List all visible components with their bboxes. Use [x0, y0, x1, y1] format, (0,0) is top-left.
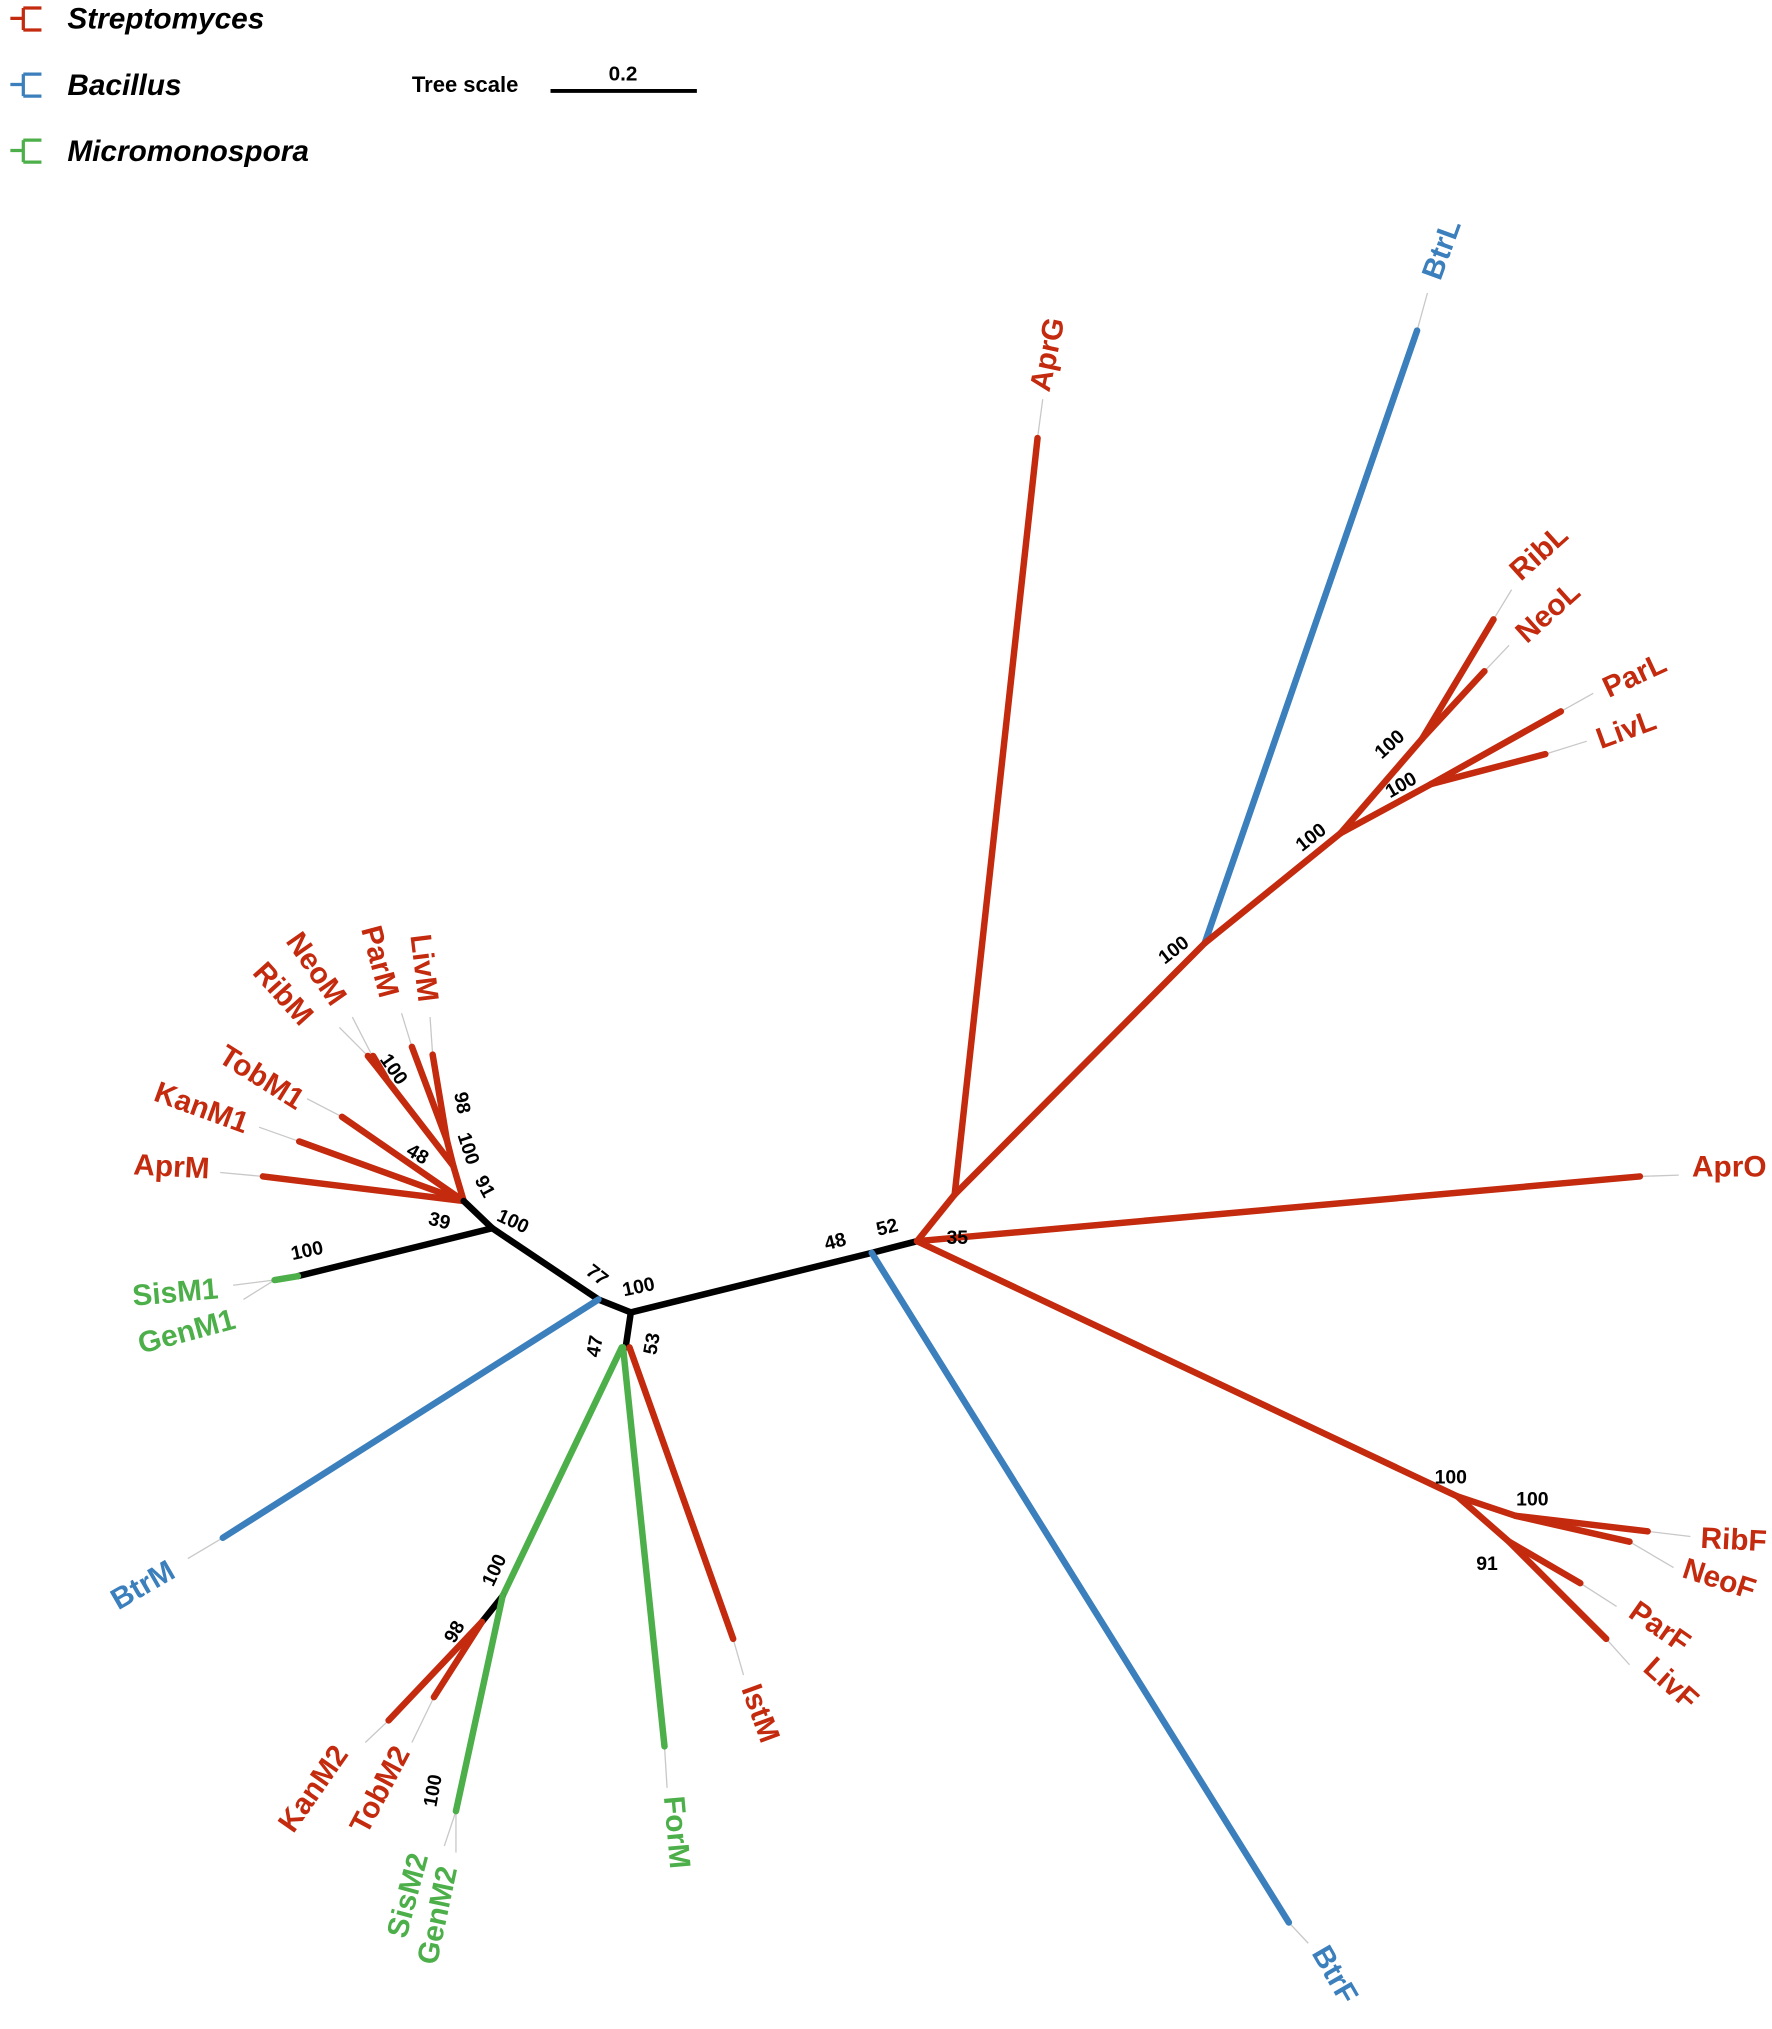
branch-aprm: [259, 1173, 467, 1205]
branch-tobm2: [430, 1618, 486, 1701]
bootstrap-value: 100: [420, 1773, 447, 1809]
branch-livm: [429, 1051, 451, 1144]
clade-bracket-icon: [10, 72, 42, 98]
branch-f-stem: [913, 1237, 1461, 1500]
legend-label: Bacillus: [67, 69, 181, 102]
branches: [219, 327, 1651, 1926]
bootstrap-values: 100 98 100 91 48 39 100 100 77 100 47 53…: [289, 725, 1549, 1808]
branch-istm: [626, 1344, 737, 1643]
bootstrap-value: 100: [1292, 819, 1331, 856]
tree-scale-label: Tree scale: [412, 72, 518, 97]
clade-bracket-icon: [10, 138, 42, 164]
branch-kanm1: [295, 1138, 467, 1205]
legend-label: Streptomyces: [67, 3, 264, 36]
branch-livl: [1428, 750, 1549, 788]
branch-btrl: [1201, 327, 1421, 947]
leaf-label-livm: LivM: [403, 932, 444, 1003]
legend: Streptomyces Bacillus Micromonospora: [10, 3, 309, 168]
legend-item-bacillus: Bacillus: [10, 69, 182, 102]
branch-l-clade: [1201, 829, 1344, 947]
leaf-label-parm: ParM: [354, 922, 405, 1001]
branch-inner-m: [450, 1162, 467, 1205]
leaf-label-neof: NeoF: [1679, 1552, 1760, 1606]
branch-aprg: [951, 434, 1041, 1198]
branch-m2-clade: [499, 1344, 625, 1600]
clade-bracket-icon: [10, 6, 42, 32]
leaf-label-btrm: BtrM: [105, 1554, 180, 1616]
bootstrap-value: 100: [1435, 1466, 1467, 1488]
leaf-label-aprg: AprG: [1024, 315, 1072, 395]
leaf-label-livl: LivL: [1592, 704, 1661, 756]
branch-backbone-3: [622, 1309, 635, 1351]
leaf-label-genm1: GenM1: [134, 1303, 238, 1361]
bootstrap-value: 100: [375, 1050, 412, 1089]
bootstrap-value: 98: [449, 1090, 474, 1115]
bootstrap-value: 77: [582, 1260, 613, 1291]
branch-neof: [1512, 1512, 1633, 1545]
leaf-label-kanm1: KanM1: [150, 1076, 253, 1140]
leaf-label-livf: LivF: [1637, 1651, 1705, 1716]
leaf-label-sism1: SisM1: [131, 1272, 220, 1312]
bootstrap-value: 100: [621, 1273, 657, 1301]
branch-neol: [1419, 668, 1488, 742]
legend-item-streptomyces: Streptomyces: [10, 3, 264, 36]
leaf-label-aprm: AprM: [133, 1148, 211, 1185]
branch-parliv-l: [1337, 780, 1435, 837]
leaf-label-form: ForM: [657, 1795, 696, 1870]
bootstrap-value: 39: [426, 1208, 453, 1235]
branch-ribneo-m: [374, 1065, 457, 1170]
branch-neom: [369, 1052, 390, 1082]
leaf-label-apro: AprO: [1692, 1150, 1766, 1183]
branch-form: [619, 1344, 668, 1750]
branch-ribneo-f: [1453, 1493, 1519, 1520]
branch-parf: [1505, 1538, 1584, 1587]
branch-parl: [1428, 708, 1565, 788]
bootstrap-value: 48: [822, 1229, 848, 1256]
leaf-label-neol: NeoL: [1509, 575, 1586, 649]
tree-scale: Tree scale 0.2: [412, 63, 697, 97]
branch-backbone-1: [460, 1197, 496, 1232]
bootstrap-value: 100: [453, 1130, 484, 1168]
branch-parliv-m: [443, 1136, 457, 1170]
bootstrap-value: 35: [946, 1227, 968, 1249]
branch-btrm: [219, 1296, 602, 1542]
branch-kanm2: [385, 1618, 486, 1724]
leaf-label-tobm2: TobM2: [344, 1741, 417, 1839]
branch-sisgen-m2: [452, 1592, 506, 1815]
bootstrap-value: 91: [470, 1172, 500, 1202]
legend-item-micromonospora: Micromonospora: [10, 135, 309, 168]
leaf-label-istm: IstM: [735, 1680, 786, 1747]
bootstrap-value: 53: [639, 1331, 664, 1356]
branch-parliv-f: [1453, 1493, 1513, 1545]
bootstrap-value: 100: [1516, 1488, 1548, 1510]
bootstrap-value: 47: [582, 1334, 607, 1359]
branch-ribl: [1419, 616, 1497, 742]
branch-ribneo-l: [1337, 735, 1426, 837]
leaf-label-btrf: BtrF: [1305, 1940, 1364, 2010]
bootstrap-value: 52: [874, 1214, 900, 1241]
branch-sisgen-m1-tip: [271, 1272, 302, 1284]
branch-tobm1: [338, 1113, 467, 1205]
bootstrap-value: 91: [1476, 1553, 1498, 1575]
leaf-labels: AprM KanM1 TobM1 RibM NeoM ParM LivM Sis…: [105, 215, 1767, 2009]
leaf-label-parl: ParL: [1598, 647, 1672, 705]
tree-scale-value: 0.2: [609, 63, 638, 86]
branch-livf: [1505, 1538, 1610, 1643]
branch-l-stem: [951, 940, 1208, 1198]
bootstrap-value: 100: [289, 1237, 325, 1265]
bootstrap-value: 100: [1382, 768, 1421, 803]
branch-sisgen-m1: [294, 1224, 496, 1280]
branch-apro: [913, 1173, 1644, 1245]
branch-aprg-stem: [913, 1191, 958, 1245]
leaf-label-btrl: BtrL: [1416, 215, 1468, 284]
legend-label: Micromonospora: [67, 135, 309, 168]
leaf-label-ribf: RibF: [1700, 1522, 1768, 1558]
branch-btrf: [868, 1249, 1293, 1926]
